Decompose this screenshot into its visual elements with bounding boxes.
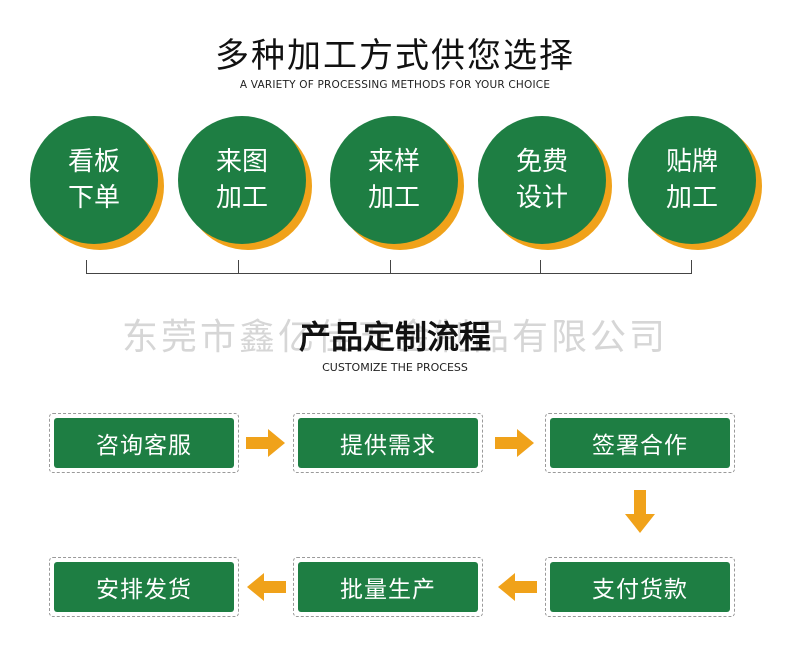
section-title-process: 产品定制流程: [298, 318, 491, 356]
method-label-line2: 设计: [515, 183, 568, 213]
step-label: 签署合作: [550, 418, 730, 468]
step-label: 批量生产: [298, 562, 478, 612]
process-step-2: 提供需求: [293, 413, 483, 473]
process-step-5: 批量生产: [293, 557, 483, 617]
arrow-right-icon: [246, 428, 286, 458]
circle-body: 免费 设计: [478, 116, 606, 244]
bracket-tick: [691, 260, 692, 274]
method-label-line1: 贴牌: [665, 147, 718, 177]
section-subtitle-methods: A VARIETY OF PROCESSING METHODS FOR YOUR…: [239, 79, 551, 91]
circle-body: 来样 加工: [330, 116, 458, 244]
arrow-left-icon: [497, 572, 537, 602]
bracket-tick: [540, 260, 541, 274]
method-label-line1: 来样: [367, 147, 420, 177]
process-step-6: 安排发货: [49, 557, 239, 617]
step-label: 安排发货: [54, 562, 234, 612]
process-step-4: 支付货款: [545, 557, 735, 617]
method-label-line2: 下单: [67, 183, 120, 213]
method-circle-3: 来样 加工: [330, 116, 464, 250]
company-watermark: 东莞市鑫亿佳五金制品有限公司: [121, 317, 668, 358]
process-step-3: 签署合作: [545, 413, 735, 473]
method-circle-1: 看板 下单: [30, 116, 164, 250]
bracket-horizontal-line: [86, 273, 692, 274]
step-label: 咨询客服: [54, 418, 234, 468]
method-label-line1: 看板: [67, 147, 120, 177]
process-step-1: 咨询客服: [49, 413, 239, 473]
method-circle-4: 免费 设计: [478, 116, 612, 250]
method-label-line1: 免费: [515, 147, 568, 177]
section-title-methods: 多种加工方式供您选择: [215, 36, 575, 76]
method-label-line2: 加工: [367, 183, 420, 213]
method-label-line2: 加工: [665, 183, 718, 213]
arrow-right-icon: [495, 428, 535, 458]
circle-body: 来图 加工: [178, 116, 306, 244]
step-label: 提供需求: [298, 418, 478, 468]
step-label: 支付货款: [550, 562, 730, 612]
bracket-tick: [390, 260, 391, 274]
method-label-line1: 来图: [215, 147, 268, 177]
circle-body: 看板 下单: [30, 116, 158, 244]
bracket-tick: [86, 260, 87, 274]
method-label-line2: 加工: [215, 183, 268, 213]
section-subtitle-process: CUSTOMIZE THE PROCESS: [322, 361, 468, 374]
method-circle-5: 贴牌 加工: [628, 116, 762, 250]
arrow-left-icon: [246, 572, 286, 602]
method-circle-2: 来图 加工: [178, 116, 312, 250]
circle-body: 贴牌 加工: [628, 116, 756, 244]
arrow-down-icon: [624, 490, 656, 534]
bracket-tick: [238, 260, 239, 274]
